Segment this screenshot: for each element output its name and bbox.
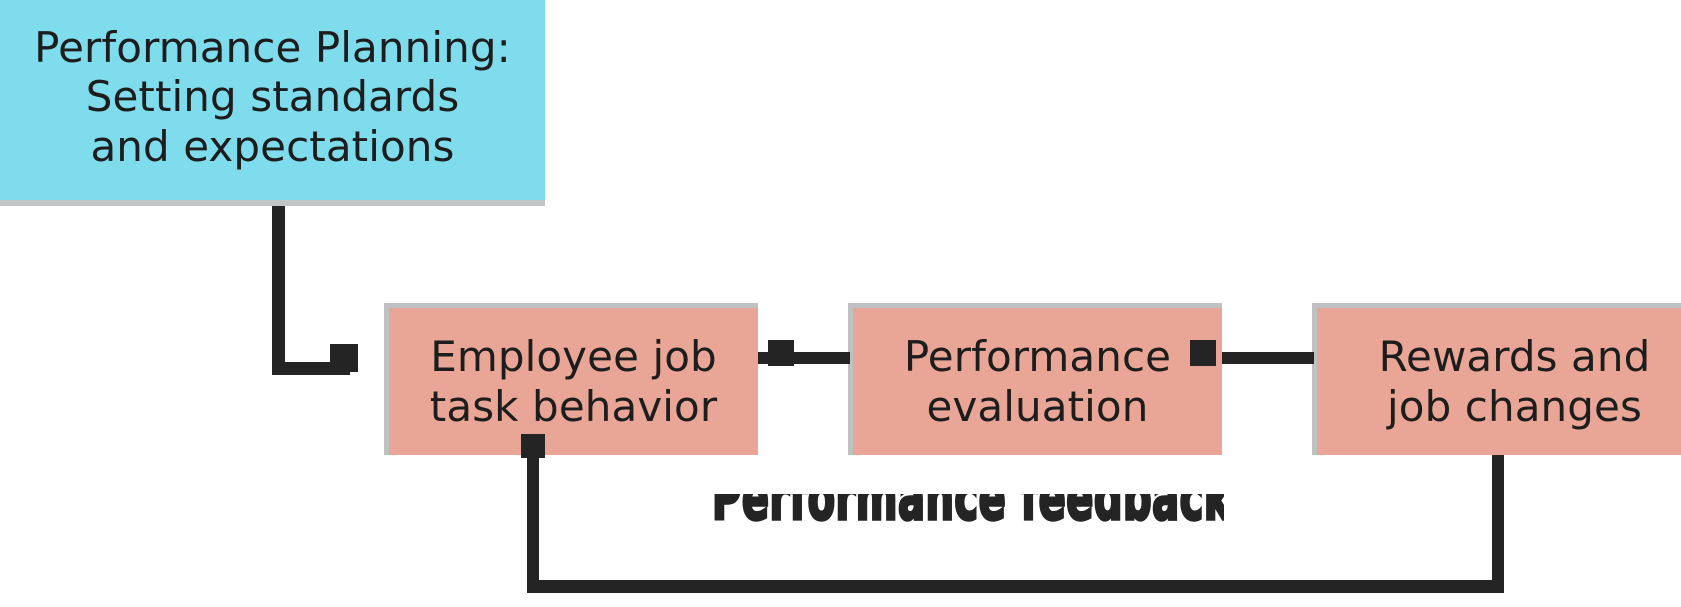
arrowhead-behavior-to-evaluation [768,340,794,366]
node-performance-evaluation-label: Performance evaluation [903,331,1172,431]
node-rewards-and-job-changes: Rewards and job changes [1312,303,1681,455]
arrowhead-feedback-to-behavior [521,434,545,458]
edge-label-performance-feedback: Performance feedback [712,494,1224,546]
node-performance-planning-label: Performance Planning: Setting standards … [34,22,511,171]
connector-planning-to-behavior-vertical [272,206,285,374]
node-performance-evaluation: Performance evaluation [848,303,1222,455]
connector-feedback-horizontal [527,580,1504,593]
node-rewards-and-job-changes-label: Rewards and job changes [1378,331,1651,431]
node-performance-planning: Performance Planning: Setting standards … [0,0,545,206]
arrowhead-planning-to-behavior [330,344,358,372]
connector-feedback-vertical-left [527,443,539,593]
connector-feedback-vertical-right [1492,455,1504,592]
edge-label-performance-feedback-text: Performance feedback [712,494,1224,535]
connector-evaluation-to-rewards [1222,352,1314,364]
arrowhead-evaluation-to-rewards [1190,340,1216,366]
node-employee-job-task-behavior-label: Employee job task behavior [429,331,718,431]
node-employee-job-task-behavior: Employee job task behavior [384,303,758,455]
